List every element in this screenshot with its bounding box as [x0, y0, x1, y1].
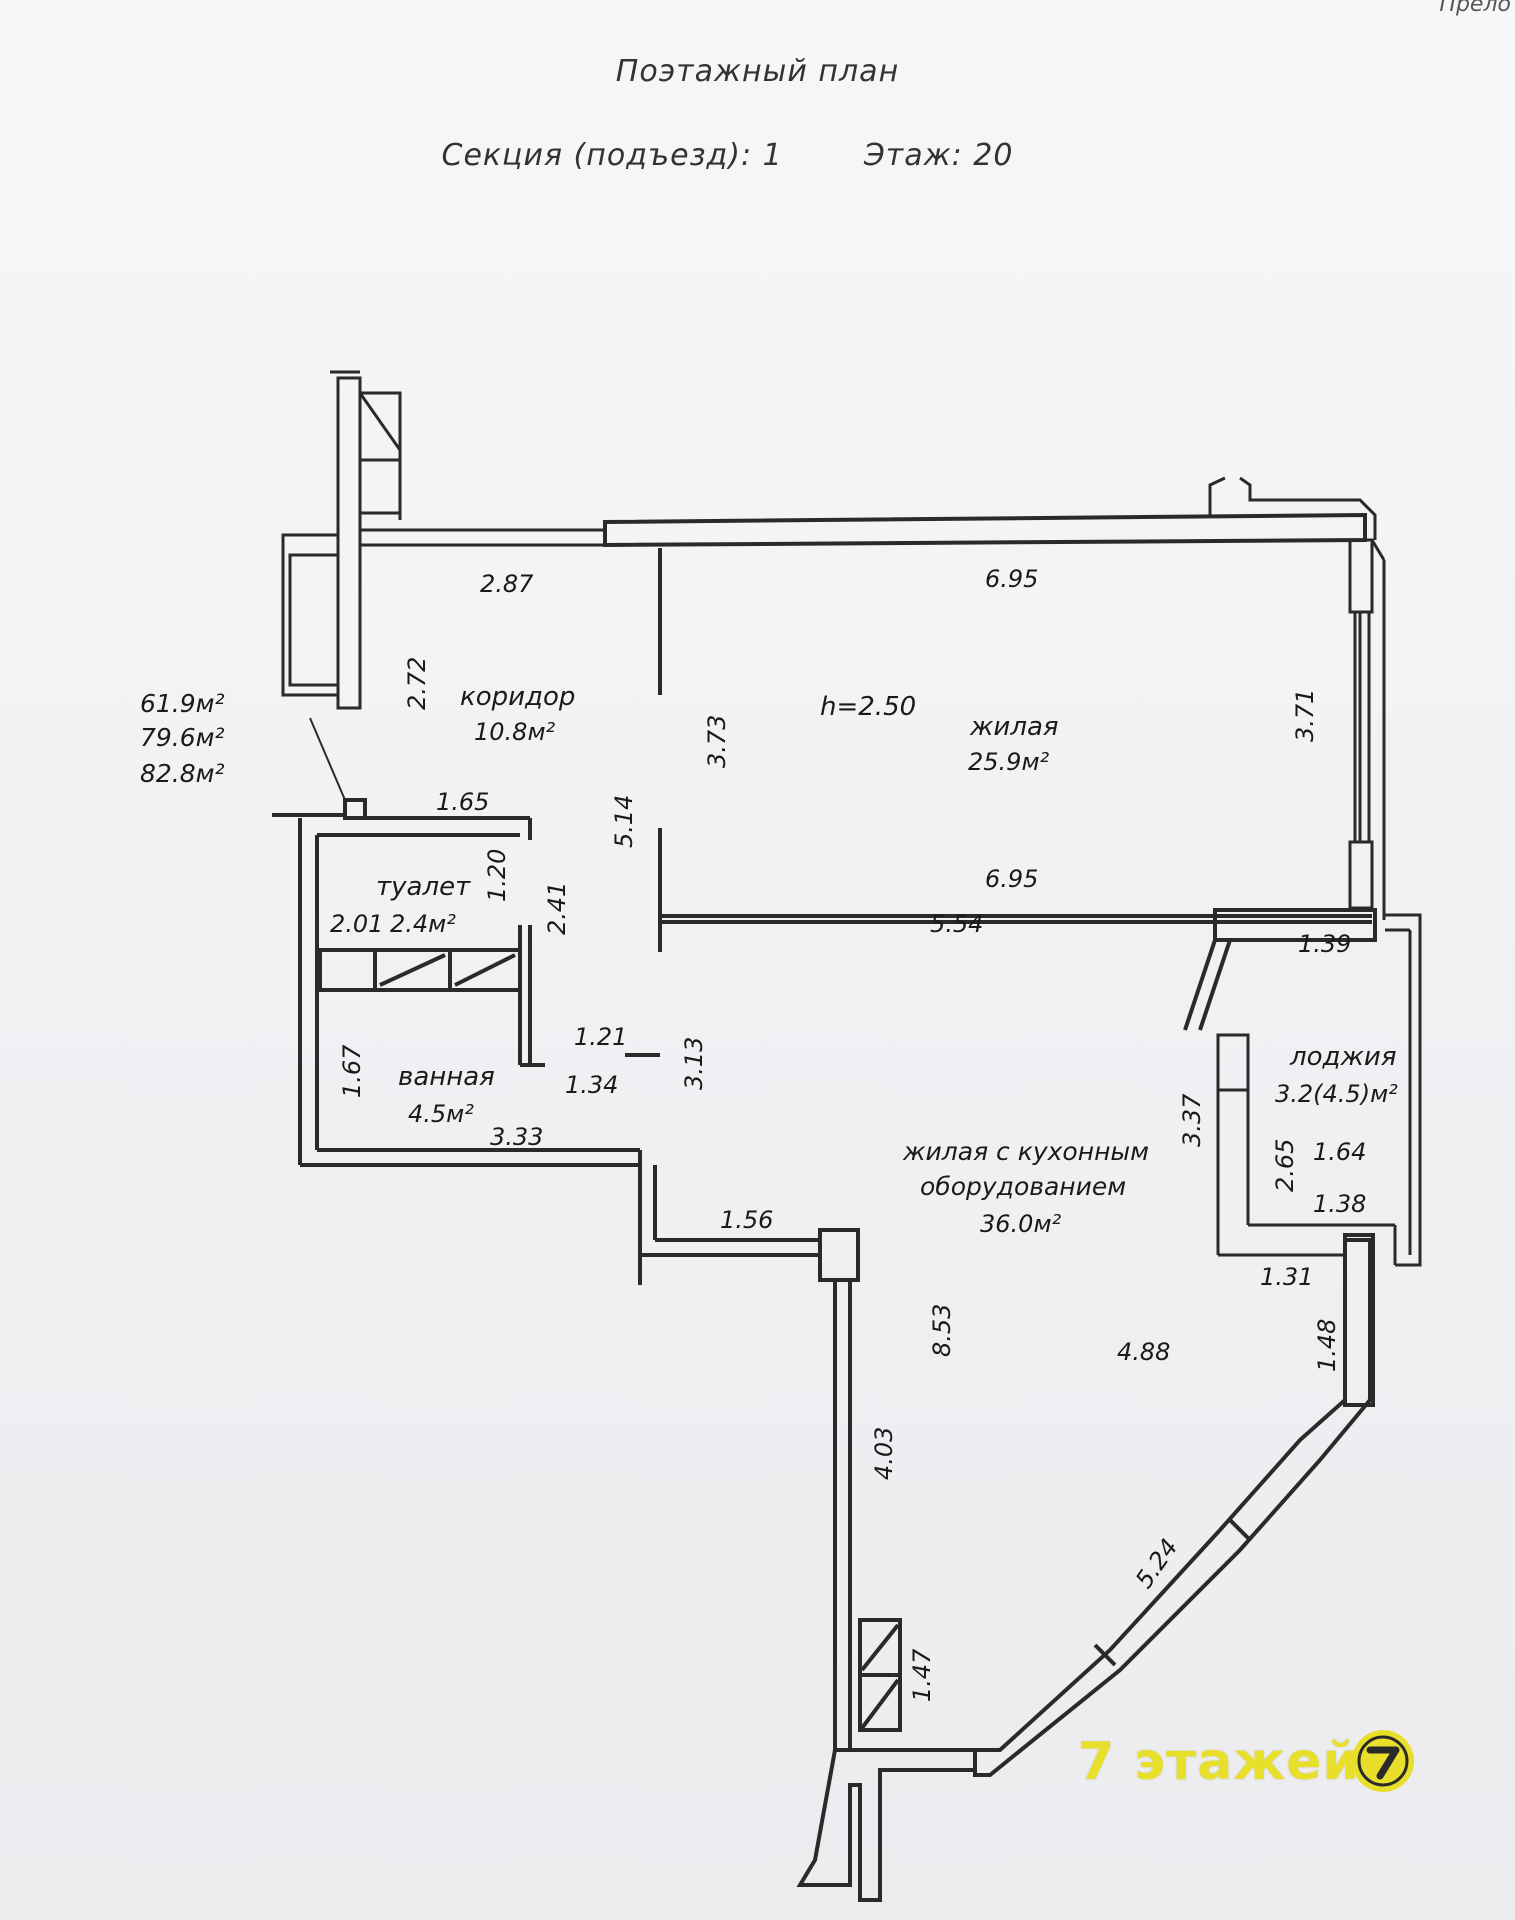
room-loggia-area: 3.2(4.5)м²	[1275, 1080, 1398, 1108]
corner-text-fragment: Прело	[1439, 0, 1511, 17]
interior-partitions	[658, 548, 1377, 1031]
dim-label: 6.95	[985, 565, 1038, 593]
section-label: Секция (подъезд): 1	[441, 138, 783, 173]
room-toilet-name: туалет	[376, 872, 471, 902]
dim-label: 2.65	[1271, 1139, 1299, 1192]
right-wall	[1348, 538, 1386, 920]
room-kitchen-name-1: жилая с кухонным	[902, 1137, 1149, 1166]
room-toilet-area: 2.4м²	[390, 910, 456, 938]
dim-label: 1.64	[1313, 1138, 1366, 1166]
room-corridor-name: коридор	[460, 682, 575, 712]
dim-label: 1.47	[908, 1648, 936, 1702]
dim-label: 2.41	[543, 882, 571, 935]
room-living-area: 25.9м²	[968, 748, 1050, 776]
room-bath-area: 4.5м²	[408, 1100, 474, 1128]
dim-label: 1.39	[1298, 930, 1351, 958]
dim-label: 4.88	[1117, 1338, 1170, 1366]
dim-label: 3.73	[703, 715, 731, 768]
total-area-flat: 79.6м²	[140, 723, 225, 752]
dim-label: 4.03	[870, 1427, 898, 1480]
dim-label: 2.72	[403, 657, 431, 710]
dim-label: 2.01	[330, 910, 383, 938]
dim-label: 5.24	[1130, 1534, 1184, 1594]
dim-label: 1.21	[574, 1023, 627, 1051]
dim-label: 1.48	[1313, 1319, 1341, 1372]
room-corridor-area: 10.8м²	[474, 718, 556, 746]
dim-label: 3.33	[490, 1123, 543, 1151]
dim-label: 1.65	[436, 788, 489, 816]
dim-label: 1.20	[483, 849, 511, 902]
watermark-text: 7 этажей	[1078, 1732, 1360, 1792]
room-bath-name: ванная	[398, 1062, 495, 1092]
total-area-living: 61.9м²	[140, 689, 225, 718]
room-kitchen-name-2: оборудованием	[920, 1172, 1126, 1201]
total-area-full: 82.8м²	[140, 759, 225, 788]
plan-title: Поэтажный план	[615, 54, 900, 89]
dim-label: 5.54	[930, 910, 983, 938]
loggia-outline	[1216, 913, 1422, 1267]
dim-label: 5.14	[610, 795, 638, 848]
room-kitchen-area: 36.0м²	[980, 1210, 1062, 1238]
dim-label: 3.13	[680, 1037, 708, 1090]
dim-label: 1.67	[338, 1044, 366, 1098]
dim-label: 3.37	[1178, 1093, 1206, 1147]
ceiling-height: h=2.50	[820, 692, 916, 722]
dim-label: 1.38	[1313, 1190, 1366, 1218]
dim-label: 3.71	[1291, 689, 1319, 742]
dim-label: 1.34	[565, 1071, 618, 1099]
top-exterior-wall	[358, 476, 1377, 548]
bathroom-block	[272, 798, 860, 1285]
curved-exterior-wall	[973, 1233, 1375, 1777]
dim-label: 1.56	[720, 1206, 773, 1234]
dim-label: 1.31	[1260, 1263, 1313, 1291]
dim-label: 2.87	[480, 570, 534, 598]
room-loggia-name: лоджия	[1289, 1042, 1396, 1072]
dim-label: 8.53	[928, 1304, 956, 1357]
totals-leader-line	[309, 717, 346, 801]
dim-label: 6.95	[985, 865, 1038, 893]
room-living-name: жилая	[969, 712, 1059, 742]
watermark-logo-icon	[1352, 1730, 1414, 1792]
kitchen-left-wall	[796, 1280, 977, 1902]
plan-subtitle: Секция (подъезд): 1 Этаж: 20	[0, 138, 1485, 173]
shaft-block	[281, 370, 402, 710]
floor-label: Этаж: 20	[863, 138, 1014, 173]
